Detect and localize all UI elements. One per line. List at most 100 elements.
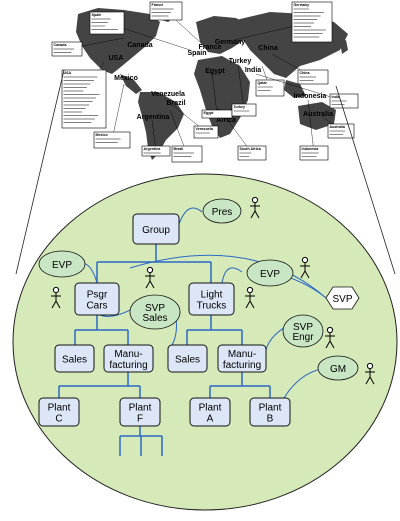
callout-title-brazil: Brazil — [174, 147, 184, 151]
callout-title-indonesia: Indonesia — [302, 147, 320, 151]
callout-title-argentina: Argentina — [144, 147, 162, 151]
oval-svpengr — [282, 314, 324, 348]
callout-box-argentina — [141, 145, 171, 157]
map-label-venezuela: Venezuela — [151, 91, 185, 98]
callout-pointer-india — [255, 73, 345, 102]
person-icon-evp2 — [300, 256, 310, 279]
box-label-manu2: Manu-facturing — [223, 349, 261, 371]
landmass-japan — [340, 40, 348, 54]
box-label-group: Group — [142, 225, 170, 236]
landmass-south-america — [138, 92, 184, 160]
box-planta — [189, 397, 231, 427]
oval-svpsales — [129, 294, 181, 330]
callout-pointer-turkey — [237, 63, 245, 111]
box-light — [188, 282, 235, 316]
map-label-india: India — [245, 67, 261, 74]
landmass-central-america — [120, 74, 142, 94]
box-group — [132, 213, 180, 245]
zoom-line-right — [335, 85, 396, 275]
callout-title-southafrica: South Africa — [240, 147, 262, 151]
landmass-europe — [196, 16, 250, 54]
box-sales1 — [54, 344, 95, 373]
map-label-turkey: Turkey — [229, 58, 252, 65]
callout-title-germany: Germany — [294, 3, 310, 7]
map-label-indonesia: Indonesia — [294, 93, 327, 100]
callout-box-brazil — [171, 145, 203, 163]
callout-box-mexico — [93, 131, 131, 149]
world-map — [76, 6, 348, 160]
map-label-australia: Australia — [303, 111, 333, 118]
callout-title-india: India — [332, 95, 341, 99]
landmass-southeast-asia — [284, 80, 306, 98]
oval-evp1 — [38, 250, 86, 278]
org-connectors — [58, 244, 271, 456]
map-label-germany: Germany — [215, 39, 245, 46]
callout-box-france — [149, 1, 183, 21]
hexagon-svp — [325, 286, 360, 310]
box-manu2 — [217, 344, 267, 373]
person-icon-psgr-right — [145, 266, 155, 289]
callout-title-china: China — [300, 71, 311, 75]
person-icon-psgr — [51, 286, 61, 309]
callout-title-usa: USA — [64, 71, 72, 75]
curve-evp2-light — [221, 267, 243, 284]
callout-box-germany — [291, 1, 333, 43]
callout-title-mexico: Mexico — [96, 133, 109, 137]
map-label-egypt: Egypt — [205, 68, 225, 75]
map-label-brazil: Brazil — [166, 100, 185, 107]
box-label-sales2: Sales — [175, 354, 200, 365]
callout-box-spain — [89, 11, 125, 35]
box-plantc — [38, 397, 80, 427]
oval-evp2 — [246, 259, 294, 287]
person-icon-light — [245, 286, 255, 309]
oval-label-evp2: EVP — [260, 269, 280, 280]
map-label-usa: USA — [109, 55, 124, 62]
curve-pres-group — [178, 207, 203, 225]
hexagon-label-svp: SVP — [332, 294, 352, 305]
person-icon-pres — [250, 196, 260, 219]
callout-title-australia: Australia — [330, 125, 346, 129]
box-plantf — [119, 397, 161, 427]
map-label-argentina: Argentina — [137, 114, 170, 121]
box-psgr — [74, 282, 120, 316]
curve-svp-long — [129, 254, 327, 299]
oval-label-gm: GM — [330, 364, 346, 375]
org-people — [51, 196, 375, 385]
org-circle — [12, 173, 398, 511]
map-label-france: France — [199, 44, 222, 51]
person-icon-gm — [365, 362, 375, 385]
callout-pointer-egypt — [211, 71, 218, 115]
box-label-sales1: Sales — [62, 354, 87, 365]
box-manu1 — [103, 344, 154, 373]
map-label-china: China — [258, 45, 278, 52]
oval-label-pres: Pres — [212, 207, 233, 218]
zoom-line-left — [15, 69, 65, 275]
callout-title-venezuela: Venezuela — [196, 127, 214, 131]
callout-title-spain: Spain — [92, 13, 102, 17]
person-icon-svpengr — [325, 326, 335, 349]
map-label-mexico: Mexico — [114, 75, 138, 82]
callout-title-france: France — [152, 3, 164, 7]
callout-title-turkey: Turkey — [234, 105, 246, 109]
oval-label-evp1: EVP — [52, 260, 72, 271]
landmass-africa — [194, 56, 250, 138]
box-label-manu1: Manu-facturing — [109, 349, 147, 371]
callout-title-canada: Canada — [54, 43, 68, 47]
callout-box-usa — [61, 69, 107, 129]
oval-pres — [202, 198, 242, 224]
callout-box-qatar — [255, 79, 285, 97]
callout-box-venezuela — [193, 125, 219, 139]
box-plantb — [249, 397, 291, 427]
landmass-australia — [298, 102, 336, 130]
